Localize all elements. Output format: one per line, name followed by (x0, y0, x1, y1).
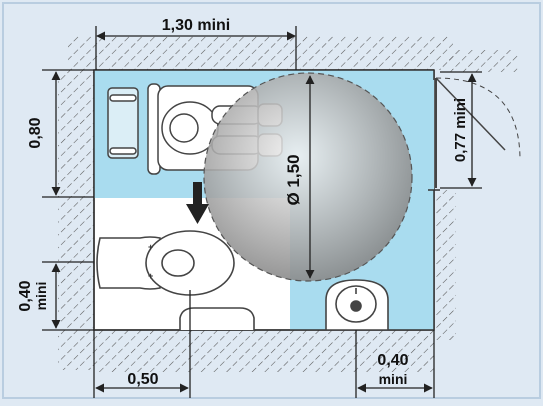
washbasin-icon (325, 279, 389, 331)
room-walls (93, 69, 440, 331)
toilet-bowl-icon: + + (96, 230, 235, 296)
svg-text:+: + (148, 242, 153, 252)
dim-bottom-right-value: 0,40 (377, 352, 408, 369)
transfer-arrow-icon (186, 182, 209, 224)
turning-circle (203, 72, 413, 282)
svg-text:+: + (148, 271, 153, 281)
dim-turning-circle: Ø 1,50 (284, 154, 303, 205)
dimension-labels: 1,30 mini 0,80 Ø 1,50 0,77 mini 0,40 min… (17, 17, 469, 388)
dim-left-height: 0,80 (27, 117, 44, 148)
dim-wc-height-value: 0,40 (17, 280, 34, 311)
wall-hatching (58, 36, 519, 372)
dim-top-width: 1,30 mini (162, 17, 230, 34)
dim-wc-height-unit: mini (33, 282, 49, 311)
dim-bottom-right-unit: mini (379, 371, 408, 387)
dimension-lines (42, 26, 482, 398)
dim-door-width: 0,77 mini (452, 98, 469, 162)
dim-bottom-left: 0,50 (127, 371, 158, 388)
grab-bar-icon (179, 307, 255, 330)
